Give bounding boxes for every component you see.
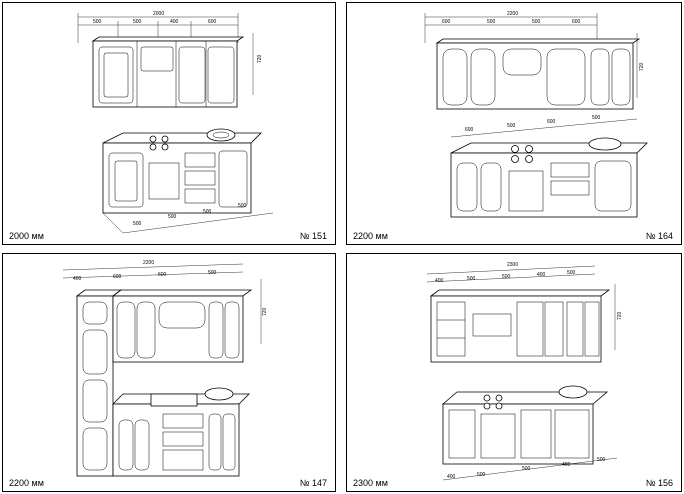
height-dim: 720 bbox=[262, 307, 268, 316]
lower-dim: 500 bbox=[592, 115, 601, 121]
upper-dim: 500 bbox=[467, 276, 476, 282]
lower-dim: 500 bbox=[522, 466, 531, 472]
height-dim: 720 bbox=[617, 311, 623, 320]
upper-dim: 400 bbox=[537, 272, 546, 278]
upper-dim: 600 bbox=[572, 19, 581, 25]
model-number: № 151 bbox=[299, 231, 327, 241]
size-label: 2200 мм bbox=[9, 478, 44, 488]
lower-cabinets bbox=[450, 137, 648, 218]
upper-dim: 500 bbox=[532, 19, 541, 25]
upper-dim: 400 bbox=[435, 278, 444, 284]
upper-dim: 600 bbox=[442, 19, 451, 25]
upper-dim: 500 bbox=[133, 19, 142, 25]
upper-dim: 600 bbox=[208, 19, 217, 25]
kitchen-panel-151: 2000 500 500 400 600 720 bbox=[2, 2, 336, 245]
upper-dim: 500 bbox=[487, 19, 496, 25]
model-number: № 156 bbox=[645, 478, 673, 488]
upper-dim: 600 bbox=[113, 274, 122, 280]
lower-dim: 400 bbox=[562, 462, 571, 468]
kitchen-panel-147: 2200 400 600 600 500 720 bbox=[2, 253, 336, 492]
upper-total-dim: 2000 bbox=[153, 11, 164, 17]
upper-total-dim: 2200 bbox=[507, 11, 518, 17]
height-dim: 720 bbox=[257, 54, 263, 63]
upper-dim: 400 bbox=[170, 19, 179, 25]
upper-dim: 500 bbox=[502, 274, 511, 280]
upper-cabinets bbox=[429, 289, 611, 363]
upper-cabinets bbox=[91, 36, 245, 108]
lower-dim: 600 bbox=[465, 127, 474, 133]
upper-dim: 500 bbox=[93, 19, 102, 25]
model-number: № 147 bbox=[299, 478, 327, 488]
upper-dim: 500 bbox=[208, 270, 217, 276]
size-label: 2200 мм bbox=[353, 231, 388, 241]
lower-dim: 500 bbox=[507, 123, 516, 129]
lower-cabinets bbox=[102, 128, 262, 214]
kitchen-drawing-164: 2200 600 500 500 600 720 bbox=[424, 11, 648, 218]
kitchen-panel-164: 2200 600 500 500 600 720 bbox=[346, 2, 682, 245]
upper-total-dim: 2300 bbox=[507, 262, 518, 268]
lower-dim: 500 bbox=[133, 221, 142, 227]
lower-cabinets bbox=[441, 385, 609, 465]
upper-total-dim: 2200 bbox=[143, 260, 154, 266]
lower-dim: 500 bbox=[597, 457, 606, 463]
lower-dim: 600 bbox=[547, 119, 556, 125]
kitchen-drawing-151: 2000 500 500 400 600 720 bbox=[77, 11, 274, 234]
kitchen-panel-156: 2300 400 500 500 400 500 720 bbox=[346, 253, 682, 492]
lower-dim: 500 bbox=[203, 209, 212, 215]
lower-dim: 500 bbox=[477, 472, 486, 478]
lower-dim: 400 bbox=[447, 474, 456, 480]
lower-dim: 500 bbox=[168, 214, 177, 220]
upper-cabinets bbox=[111, 289, 253, 363]
tall-cabinet bbox=[75, 289, 123, 477]
upper-cabinets bbox=[435, 38, 641, 110]
model-number: № 164 bbox=[645, 231, 673, 241]
upper-dim: 500 bbox=[567, 270, 576, 276]
lower-dim: 500 bbox=[238, 203, 247, 209]
upper-dim: 600 bbox=[158, 272, 167, 278]
upper-dim: 400 bbox=[73, 276, 82, 282]
kitchen-drawing-147: 2200 400 600 600 500 720 bbox=[62, 260, 268, 477]
size-label: 2300 мм bbox=[353, 478, 388, 488]
lower-cabinets bbox=[112, 387, 250, 477]
size-label: 2000 мм bbox=[9, 231, 44, 241]
height-dim: 720 bbox=[639, 62, 645, 71]
kitchen-drawing-156: 2300 400 500 500 400 500 720 bbox=[426, 262, 623, 481]
